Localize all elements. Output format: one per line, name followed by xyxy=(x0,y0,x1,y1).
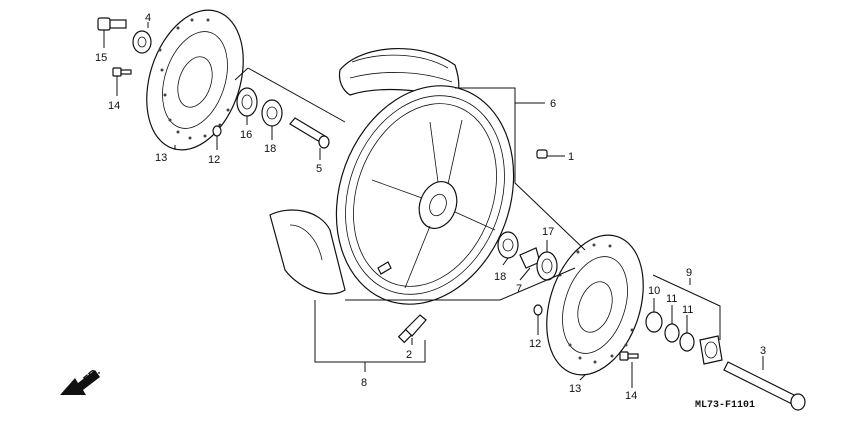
callout-2: 2 xyxy=(406,349,412,361)
air-valve-2 xyxy=(397,314,427,344)
callout-7: 7 xyxy=(516,283,522,295)
callout-13a: 13 xyxy=(155,152,167,164)
wheel-rim xyxy=(335,85,515,305)
tire-lower xyxy=(269,209,346,295)
distance-collar-5 xyxy=(289,117,330,149)
disc-screw-14-right xyxy=(619,351,639,361)
callout-12b: 12 xyxy=(529,338,541,350)
callout-3: 3 xyxy=(760,345,766,357)
callout-16: 16 xyxy=(240,129,252,141)
front-direction-arrow: FR. xyxy=(60,366,103,395)
leader-lines xyxy=(103,22,764,388)
disc-bolt-15 xyxy=(97,17,127,31)
valve-stem-on-rim xyxy=(377,261,392,275)
callout-11b: 11 xyxy=(682,304,693,316)
diagram-code: ML73-F1101 xyxy=(695,400,755,411)
callout-9: 9 xyxy=(686,267,692,279)
callout-12a: 12 xyxy=(208,154,220,166)
collar-4 xyxy=(132,30,152,54)
left-brake-disc xyxy=(146,9,244,151)
callout-15: 15 xyxy=(95,52,107,64)
callout-4: 4 xyxy=(145,12,151,24)
speedometer-gear-10 xyxy=(645,311,663,333)
callout-13b: 13 xyxy=(569,383,581,395)
callout-labels: 1 2 3 4 5 6 7 8 9 10 11 11 12 12 13 13 1… xyxy=(95,12,766,402)
oil-seal-11a xyxy=(664,323,680,343)
disc-screw-14-left xyxy=(112,67,132,77)
distance-collar-12-left xyxy=(212,125,222,137)
callout-18b: 18 xyxy=(494,271,506,283)
dust-seal-17 xyxy=(536,251,558,281)
callout-14b: 14 xyxy=(625,390,637,402)
callout-6: 6 xyxy=(550,98,556,110)
bearing-18-upper xyxy=(261,99,283,127)
callout-5: 5 xyxy=(316,163,322,175)
distance-collar-12-right xyxy=(533,304,543,316)
callout-17: 17 xyxy=(542,226,554,238)
callout-18a: 18 xyxy=(264,143,276,155)
callout-8: 8 xyxy=(361,377,367,389)
bearing-18-lower xyxy=(497,231,519,259)
right-brake-disc xyxy=(546,234,644,376)
speedometer-gearbox-9 xyxy=(699,335,723,365)
callout-10: 10 xyxy=(648,285,660,297)
callout-14a: 14 xyxy=(108,100,120,112)
callout-1: 1 xyxy=(568,151,574,163)
dust-seal-16 xyxy=(236,87,258,117)
clip-1 xyxy=(536,149,548,159)
callout-11a: 11 xyxy=(666,293,677,305)
oil-seal-11b xyxy=(679,332,695,352)
front-axle-3 xyxy=(723,361,806,411)
